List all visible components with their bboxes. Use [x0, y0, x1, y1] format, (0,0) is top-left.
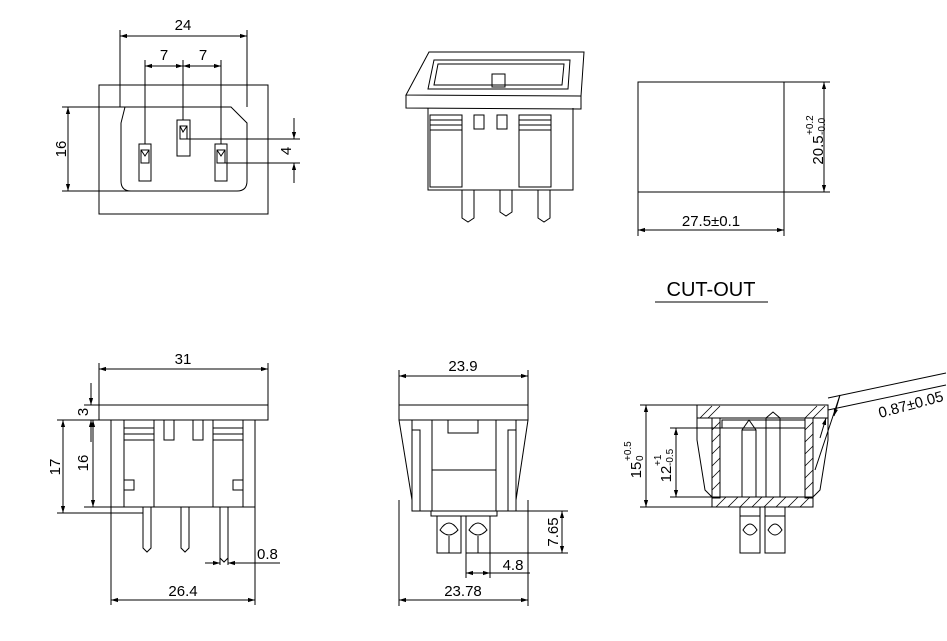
dim-pin-span: 26.4: [168, 583, 197, 600]
dim-body-height: 16: [75, 455, 92, 472]
dim-overall-width: 31: [175, 351, 192, 368]
dim-outer-height: 15: [628, 462, 645, 479]
dim-front-height: 16: [53, 141, 70, 158]
cutout-label: CUT-OUT: [667, 279, 756, 301]
dim-pin-offset: 4: [278, 147, 295, 155]
dim-panel-thickness: 0.87±0.05: [877, 388, 946, 422]
dim-terminal-width: 4.8: [503, 557, 524, 574]
dim-inner-height-tol-lower: -0.5: [665, 448, 676, 466]
dim-flange: 3: [75, 408, 92, 416]
dim-bottom-width: 23.78: [444, 583, 482, 600]
dim-cutout-height-tol-lower: -0.0: [817, 117, 828, 135]
dim-front-width: 24: [175, 17, 192, 34]
side-view-middle: 23.9 7.65 4.8 23.78: [398, 358, 568, 606]
section-view: 15 +0.5 0 12 +1 -0.5 0.87±0.05: [623, 372, 947, 554]
dim-top-width: 23.9: [448, 358, 477, 375]
dim-inner-height-tol-upper: +1: [653, 454, 664, 466]
dim-pin-thickness: 0.8: [257, 546, 278, 563]
dim-outer-height-tol-lower: 0: [635, 455, 646, 461]
dim-cutout-height-tol-upper: +0.2: [805, 115, 816, 135]
dim-terminal-height: 7.65: [545, 517, 562, 546]
dim-outer-height-tol-upper: +0.5: [623, 441, 634, 461]
dim-cutout-width: 27.5±0.1: [682, 213, 740, 230]
dim-overall-height: 17: [47, 459, 64, 476]
front-view: 24 7 7 16 4: [53, 17, 300, 215]
side-view-left: 31 3 16 17 0.8 26.4: [47, 351, 280, 605]
dim-pin-spacing-right: 7: [199, 47, 207, 64]
dim-cutout-height: 20.5: [810, 135, 827, 164]
isometric-view: [405, 51, 585, 223]
dim-pin-spacing-left: 7: [160, 47, 168, 64]
cutout-view: 27.5±0.1 20.5 +0.2 -0.0 CUT-OUT: [637, 81, 830, 303]
dim-inner-height: 12: [658, 466, 675, 483]
